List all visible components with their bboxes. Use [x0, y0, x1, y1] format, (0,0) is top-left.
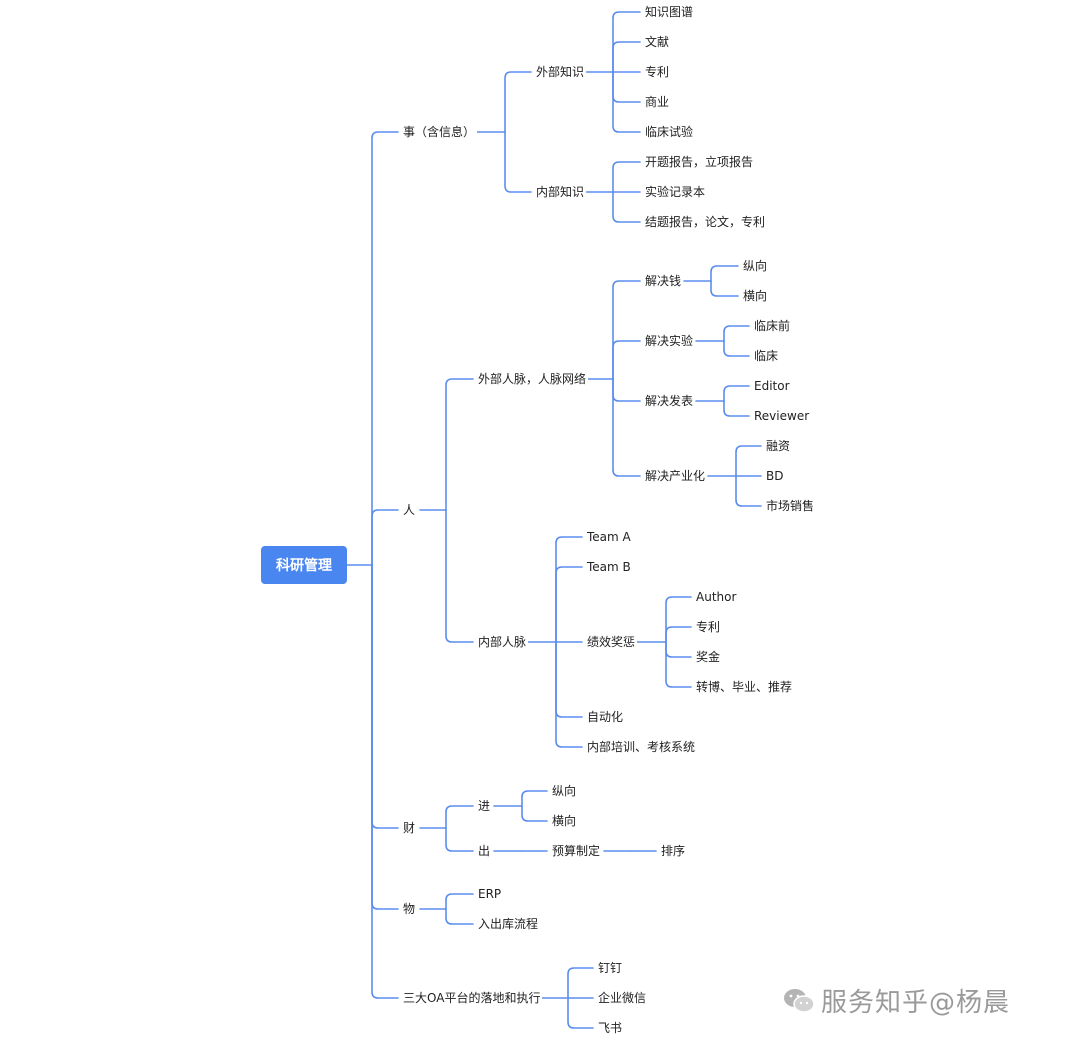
connector-line: [445, 908, 474, 925]
connector-line: [504, 131, 532, 193]
connector-line: [555, 566, 583, 643]
connector-line: [612, 71, 641, 103]
connector-line: [612, 280, 641, 380]
connector-line: [567, 997, 594, 1029]
node-internal-network[interactable]: 内部人脉: [476, 633, 529, 651]
node-reviewer[interactable]: Reviewer: [752, 407, 812, 425]
node-oa-platforms[interactable]: 三大OA平台的落地和执行: [401, 989, 543, 1007]
wechat-icon: [784, 988, 815, 1013]
connector-line: [665, 596, 692, 643]
connector-line: [445, 805, 474, 829]
node-literature[interactable]: 文献: [643, 33, 672, 51]
connector-line: [710, 265, 739, 282]
node-marketing-sales[interactable]: 市场销售: [764, 497, 817, 515]
node-final-report[interactable]: 结题报告，论文，专利: [643, 213, 768, 231]
node-money-horizontal[interactable]: 横向: [741, 287, 770, 305]
connector-line: [665, 626, 692, 643]
node-inventory-flow[interactable]: 入出库流程: [476, 915, 541, 933]
connector-line: [735, 445, 762, 477]
node-clinical-trial[interactable]: 临床试验: [643, 123, 696, 141]
connector-line: [371, 564, 399, 910]
connector-line: [567, 967, 594, 999]
connector-line: [612, 11, 641, 73]
connector-line: [371, 564, 399, 999]
connector-line: [445, 378, 474, 511]
node-income-vertical[interactable]: 纵向: [550, 782, 579, 800]
node-performance[interactable]: 绩效奖惩: [585, 633, 638, 651]
node-matters[interactable]: 事（含信息）: [401, 123, 478, 141]
node-ranking[interactable]: 排序: [659, 842, 688, 860]
node-expense[interactable]: 出: [476, 842, 493, 860]
node-finance[interactable]: 财: [401, 819, 418, 837]
node-external-network[interactable]: 外部人脉，人脉网络: [476, 370, 589, 388]
connector-line: [612, 41, 641, 73]
node-patent[interactable]: 专利: [643, 63, 672, 81]
watermark-text: 服务知乎@杨晨: [821, 988, 1011, 1018]
connector-line: [555, 536, 583, 643]
connector-line: [612, 71, 641, 133]
connector-line: [371, 509, 399, 566]
node-automation[interactable]: 自动化: [585, 708, 626, 726]
node-training-system[interactable]: 内部培训、考核系统: [585, 738, 698, 756]
node-solve-publish[interactable]: 解决发表: [643, 392, 696, 410]
node-team-b[interactable]: Team B: [585, 558, 633, 576]
connector-line: [555, 641, 583, 718]
node-bd[interactable]: BD: [764, 467, 786, 485]
connector-line: [612, 378, 641, 477]
node-preclinical[interactable]: 临床前: [752, 317, 793, 335]
connector-line: [723, 400, 750, 417]
connector-line: [445, 827, 474, 852]
node-erp[interactable]: ERP: [476, 885, 504, 903]
node-proposal-report[interactable]: 开题报告，立项报告: [643, 153, 756, 171]
connector-line: [710, 280, 739, 297]
node-bonus[interactable]: 奖金: [694, 648, 723, 666]
node-people[interactable]: 人: [401, 501, 418, 519]
connector-line: [612, 378, 641, 402]
node-editor[interactable]: Editor: [752, 377, 792, 395]
node-feishu[interactable]: 飞书: [596, 1019, 625, 1037]
connector-line: [371, 564, 399, 829]
connector-line: [612, 340, 641, 380]
node-promotion[interactable]: 转博、毕业、推荐: [694, 678, 795, 696]
node-budget[interactable]: 预算制定: [550, 842, 603, 860]
node-internal-knowledge[interactable]: 内部知识: [534, 183, 587, 201]
node-solve-experiment[interactable]: 解决实验: [643, 332, 696, 350]
connector-line: [723, 340, 750, 357]
node-income-horizontal[interactable]: 横向: [550, 812, 579, 830]
watermark: 服务知乎@杨晨: [783, 982, 1010, 1019]
connector-line: [521, 790, 548, 807]
node-solve-money[interactable]: 解决钱: [643, 272, 684, 290]
connector-line: [735, 475, 762, 507]
node-materials[interactable]: 物: [401, 900, 418, 918]
connector-line: [612, 161, 641, 193]
node-external-knowledge[interactable]: 外部知识: [534, 63, 587, 81]
connector-line: [612, 191, 641, 223]
node-team-a[interactable]: Team A: [585, 528, 633, 546]
node-financing[interactable]: 融资: [764, 437, 793, 455]
node-clinical[interactable]: 临床: [752, 347, 781, 365]
root-node[interactable]: 科研管理: [261, 546, 347, 584]
node-wecom[interactable]: 企业微信: [596, 989, 649, 1007]
connector-line: [445, 893, 474, 910]
connector-line: [445, 509, 474, 643]
node-solve-industrialization[interactable]: 解决产业化: [643, 467, 708, 485]
node-author[interactable]: Author: [694, 588, 739, 606]
connector-line: [504, 71, 532, 133]
connector-line: [665, 641, 692, 658]
node-business[interactable]: 商业: [643, 93, 672, 111]
connector-line: [723, 385, 750, 402]
node-knowledge-graph[interactable]: 知识图谱: [643, 3, 696, 21]
node-dingtalk[interactable]: 钉钉: [596, 959, 625, 977]
connector-line: [723, 325, 750, 342]
node-performance-patent[interactable]: 专利: [694, 618, 723, 636]
node-money-vertical[interactable]: 纵向: [741, 257, 770, 275]
connector-line: [555, 641, 583, 748]
connector-line: [521, 805, 548, 822]
connector-line: [665, 641, 692, 688]
node-income[interactable]: 进: [476, 797, 493, 815]
connector-line: [371, 131, 399, 566]
node-lab-notebook[interactable]: 实验记录本: [643, 183, 708, 201]
